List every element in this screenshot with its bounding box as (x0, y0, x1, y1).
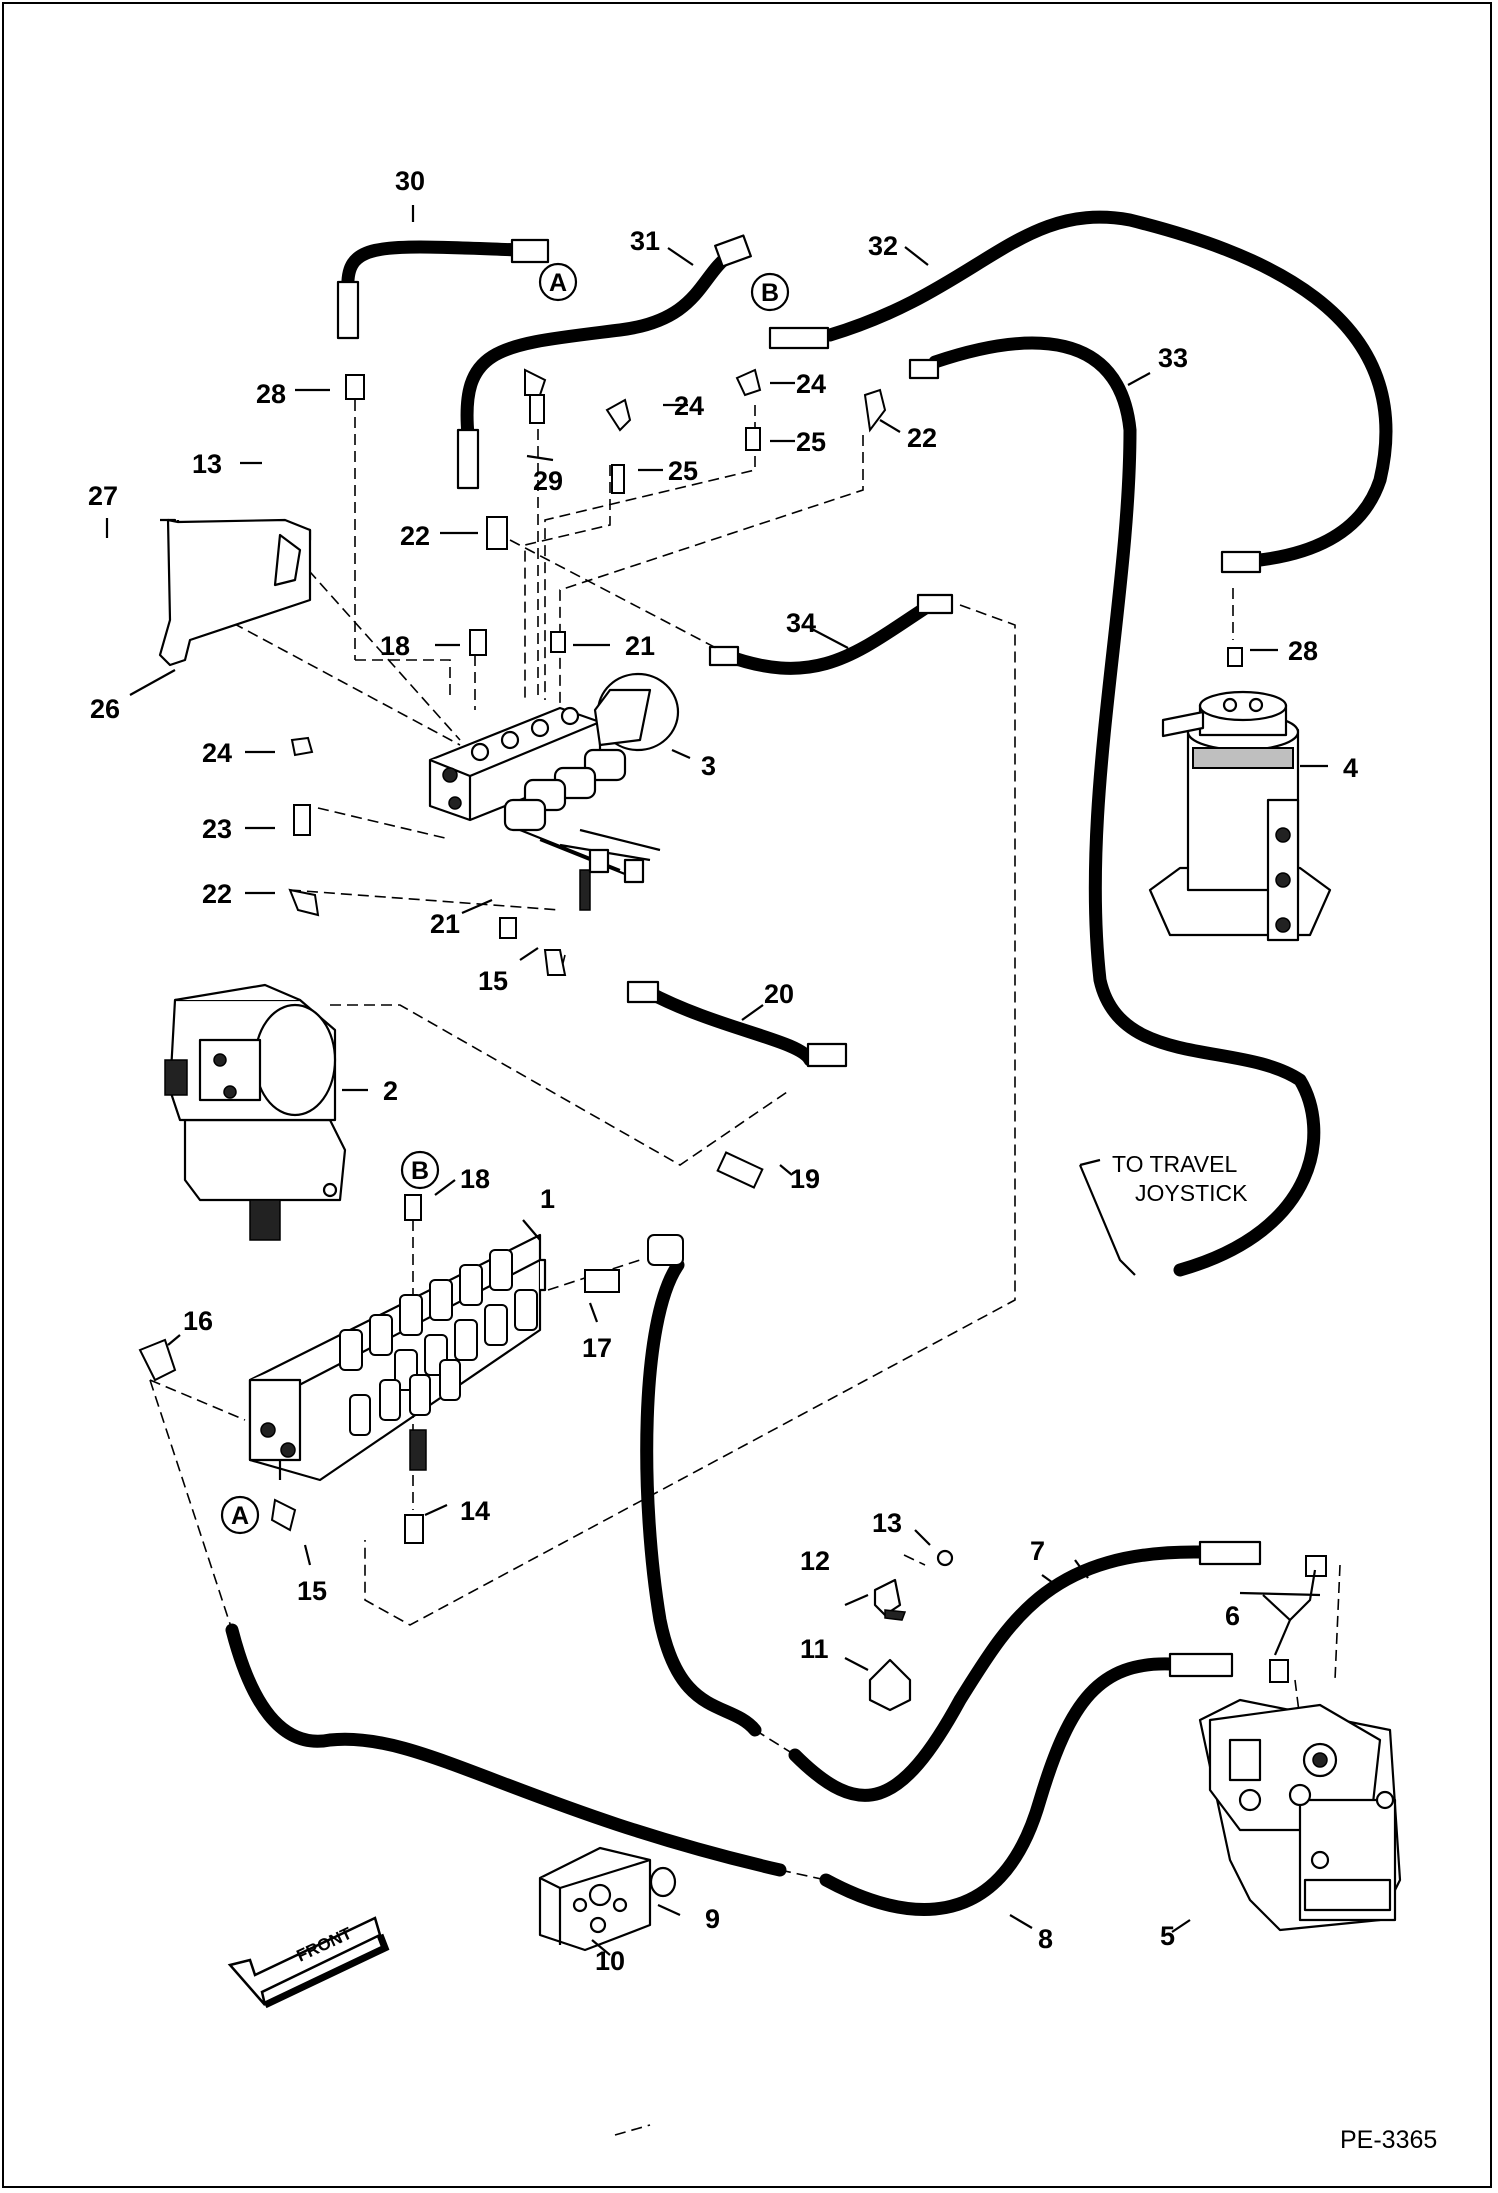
callout-18-b: 18 (460, 1164, 490, 1194)
callout-18-a: 18 (380, 631, 410, 661)
callout-20: 20 (764, 979, 794, 1009)
callout-17: 17 (582, 1333, 612, 1363)
callout-25-a: 25 (796, 427, 826, 457)
callout-22-a: 22 (400, 521, 430, 551)
hose-20 (641, 985, 817, 1067)
callout-5: 5 (1160, 1921, 1175, 1951)
diagram-code: PE-3365 (1340, 2126, 1437, 2154)
callout-13-a: 13 (192, 449, 222, 479)
connector-b-valve: B (411, 1157, 429, 1185)
hose-32 (823, 210, 1393, 567)
callout-24-a: 24 (796, 369, 826, 399)
callout-11: 11 (800, 1634, 829, 1664)
travel-note: TO TRAVEL JOYSTICK (1112, 1151, 1248, 1206)
mounting-bracket (158, 518, 312, 667)
main-control-valve (248, 1233, 547, 1482)
callout-8: 8 (1038, 1924, 1053, 1954)
solenoid-valve-block (428, 672, 680, 911)
connector-a-top: A (549, 269, 567, 297)
callout-34: 34 (786, 608, 816, 638)
callout-29: 29 (533, 466, 563, 496)
callout-16: 16 (183, 1306, 213, 1336)
travel-note-line-2: JOYSTICK (1135, 1180, 1248, 1206)
callout-15-b: 15 (297, 1576, 327, 1606)
callout-2: 2 (383, 1076, 398, 1106)
mounting-plate (538, 1846, 652, 1952)
callout-21-a: 21 (625, 631, 655, 661)
callout-numbers: 30 31 32 33 28 13 27 22 24 24 25 25 22 2… (88, 166, 1358, 1976)
callout-9: 9 (705, 1904, 720, 1934)
front-arrow: FRONT (227, 1916, 390, 2009)
callout-23: 23 (202, 814, 232, 844)
callout-6: 6 (1225, 1601, 1240, 1631)
fittings (138, 368, 1327, 1683)
callout-19: 19 (790, 1164, 820, 1194)
callout-22-c: 22 (202, 879, 232, 909)
callout-26: 26 (90, 694, 120, 724)
callout-21-b: 21 (430, 909, 460, 939)
callout-27: 27 (88, 481, 118, 511)
callout-3: 3 (701, 751, 716, 781)
hose-7 (640, 1258, 762, 1737)
callout-32: 32 (868, 231, 898, 261)
callout-1: 1 (540, 1184, 555, 1214)
connector-markers: A B B A (220, 262, 790, 1535)
hose-30 (341, 240, 527, 297)
callout-28-a: 28 (256, 379, 286, 409)
plug (649, 1866, 677, 1898)
callout-24-c: 24 (202, 738, 232, 768)
leader-lines (105, 205, 1328, 1956)
hoses (225, 210, 1393, 1916)
clamp-parts (868, 1549, 954, 1712)
callout-22-b: 22 (907, 423, 937, 453)
callout-12: 12 (800, 1546, 830, 1576)
callout-15-a: 15 (478, 966, 508, 996)
callout-33: 33 (1158, 343, 1188, 373)
callout-13-b: 13 (872, 1508, 902, 1538)
callout-10: 10 (595, 1946, 625, 1976)
swivel-joint (1148, 690, 1332, 942)
hose-8 (225, 1623, 787, 1877)
callout-24-b: 24 (674, 391, 704, 421)
travel-note-line-1: TO TRAVEL (1112, 1151, 1237, 1177)
connector-a-valve: A (231, 1502, 249, 1530)
hose-34 (718, 598, 937, 675)
hose-33 (928, 336, 1321, 1277)
callout-30: 30 (395, 166, 425, 196)
hydraulic-motor (164, 983, 347, 1241)
callout-4: 4 (1343, 753, 1358, 783)
hydraulic-pump (1198, 1698, 1402, 1932)
callout-28-b: 28 (1288, 636, 1318, 666)
callout-14: 14 (460, 1496, 490, 1526)
callout-31: 31 (630, 226, 660, 256)
hose-31 (460, 248, 737, 442)
callout-25-b: 25 (668, 456, 698, 486)
callout-7: 7 (1030, 1536, 1045, 1566)
connector-b-top: B (761, 279, 779, 307)
